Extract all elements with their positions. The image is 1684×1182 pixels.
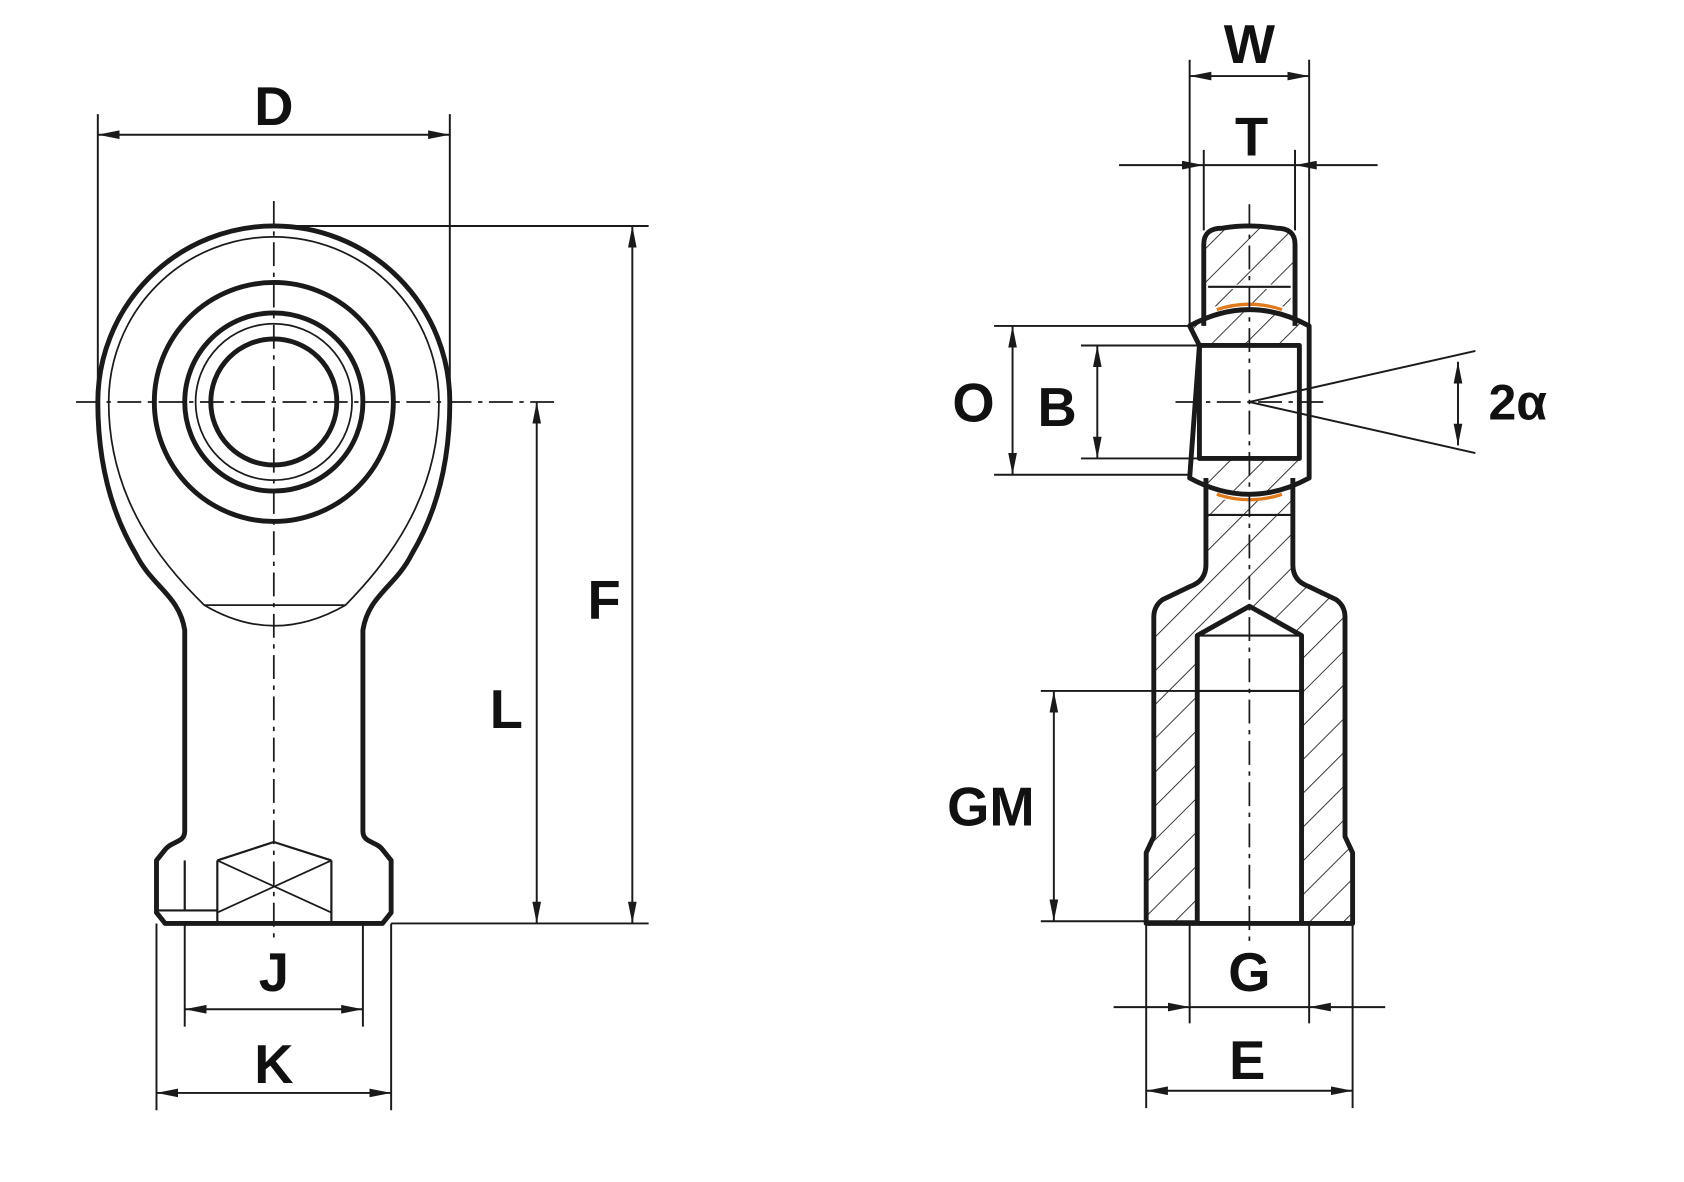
dimension-B: B [1037,344,1200,460]
label-2alpha: 2α [1488,374,1547,430]
side-section-view: W T O B 2α [947,14,1547,1109]
dimension-J: J [183,923,364,1027]
hatched-sections [1146,225,1353,922]
hex-wrench-flats [156,840,333,922]
label-K: K [254,1034,293,1095]
dimension-O: O [952,324,1190,476]
dimension-W: W [1188,14,1311,326]
dimension-L: L [490,401,542,924]
dimension-K: K [155,923,393,1111]
label-J: J [259,942,289,1003]
dimension-F: F [273,224,649,925]
label-L: L [490,679,523,740]
dimension-tilt-angle: 2α [1249,349,1547,454]
label-G: G [1228,942,1270,1003]
dimension-GM: GM [947,689,1198,923]
label-W: W [1224,14,1276,75]
housing-outline [95,223,453,926]
label-O: O [952,373,994,434]
label-D: D [254,76,293,137]
dimension-E: E [1145,923,1354,1109]
dimension-D: D [96,76,451,402]
label-B: B [1037,377,1076,438]
label-E: E [1229,1030,1265,1091]
label-F: F [587,570,620,631]
dimension-G: G [1113,923,1386,1024]
front-view: D F L J K [76,76,649,1111]
dimension-T: T [1119,106,1378,231]
label-GM: GM [947,777,1034,838]
label-T: T [1235,106,1268,167]
